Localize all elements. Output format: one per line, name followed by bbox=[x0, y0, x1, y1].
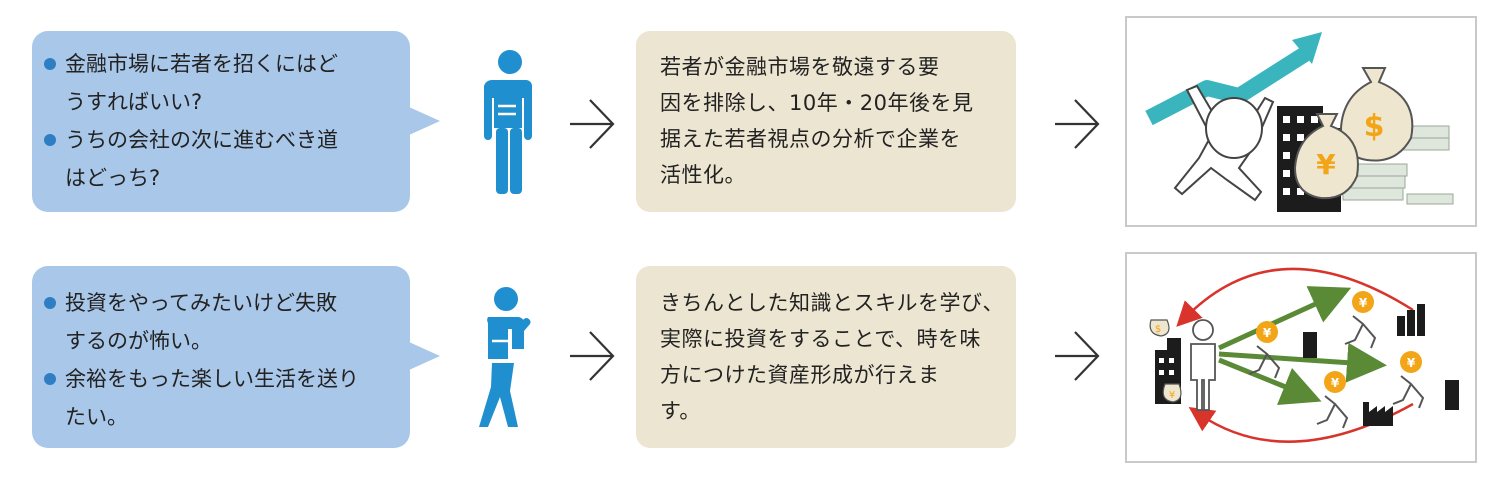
building-icon bbox=[1303, 304, 1459, 410]
growth-chart-icon: $ ¥ bbox=[1145, 32, 1454, 212]
answer-1-line-4: 活性化。 bbox=[660, 163, 746, 187]
answer-2-line-1: きちんとした知識とスキルを学び、 bbox=[660, 291, 1004, 315]
right-arrow-icon bbox=[570, 331, 615, 381]
right-arrow-icon bbox=[1055, 99, 1100, 149]
question-2-line-2: するのが怖い。 bbox=[65, 329, 212, 353]
yen-symbol: ¥ bbox=[1169, 390, 1175, 401]
money-bag-icon: $ ¥ bbox=[1293, 67, 1414, 200]
dollar-symbol: $ bbox=[1364, 109, 1385, 144]
yen-symbol: ¥ bbox=[1407, 356, 1416, 370]
answer-1-line-1: 若者が金融市場を敬遠する要 bbox=[660, 55, 940, 79]
yen-symbol: ¥ bbox=[1263, 326, 1272, 340]
running-coin-icon: ¥ bbox=[1344, 291, 1377, 349]
dollar-symbol: $ bbox=[1155, 324, 1161, 335]
question-1-line-1: 金融市場に若者を招くにはど bbox=[44, 45, 394, 83]
running-coin-icon: ¥ bbox=[1392, 351, 1425, 409]
question-2-line-3: 余裕をもった楽しい生活を送り bbox=[44, 360, 394, 398]
question-bubble-1: 金融市場に若者を招くにはど うすればいい? うちの会社の次に進むべき道 はどっち… bbox=[32, 31, 440, 212]
yen-symbol: ¥ bbox=[1316, 148, 1336, 181]
answer-2-line-3: 方につけた資産形成が行えま bbox=[660, 363, 940, 387]
right-arrow-icon bbox=[570, 99, 615, 149]
person-standing-icon bbox=[484, 50, 532, 194]
yen-symbol: ¥ bbox=[1359, 296, 1368, 310]
answer-box-2: きちんとした知識とスキルを学び、 実際に投資をすることで、時を味 方につけた資産… bbox=[636, 266, 1016, 448]
person-thinking-icon bbox=[479, 287, 531, 427]
question-1-line-3: うちの会社の次に進むべき道 bbox=[44, 121, 394, 159]
answer-1-line-3: 据えた若者視点の分析で企業を bbox=[660, 127, 961, 151]
yen-symbol: ¥ bbox=[1331, 376, 1340, 390]
answer-2-line-2: 実際に投資をすることで、時を味 bbox=[660, 327, 982, 351]
factory-icon bbox=[1363, 402, 1393, 426]
answer-2-line-4: す。 bbox=[660, 399, 701, 423]
question-1-line-4: はどっち? bbox=[65, 166, 161, 190]
answer-box-1: 若者が金融市場を敬遠する要 因を排除し、10年・20年後を見 据えた若者視点の分… bbox=[636, 31, 1016, 212]
question-bubble-2: 投資をやってみたいけど失敗 するのが怖い。 余裕をもった楽しい生活を送り たい。 bbox=[32, 266, 440, 448]
running-coin-icon: ¥ bbox=[1248, 321, 1281, 379]
running-coin-icon: ¥ bbox=[1316, 371, 1349, 429]
answer-1-line-2: 因を排除し、10年・20年後を見 bbox=[660, 91, 974, 115]
right-arrow-icon bbox=[1055, 331, 1100, 381]
illustration-growth: $ ¥ bbox=[1125, 16, 1477, 227]
question-1-line-2: うすればいい? bbox=[65, 90, 203, 114]
illustration-investment-flow: $ ¥ ¥ ¥ ¥ ¥ bbox=[1125, 252, 1477, 463]
question-2-line-1: 投資をやってみたいけど失敗 bbox=[44, 284, 394, 322]
question-2-line-4: たい。 bbox=[65, 405, 128, 429]
